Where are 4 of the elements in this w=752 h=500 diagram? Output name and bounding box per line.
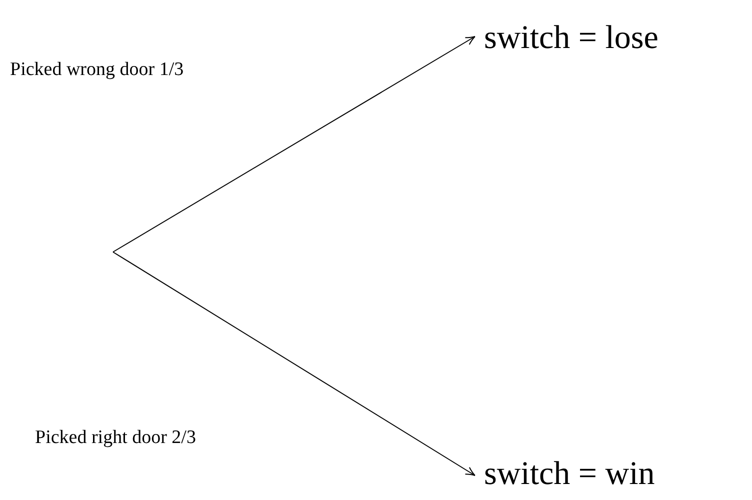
branch-label: Picked right door 2/3 (35, 428, 196, 447)
outcome-text: switch = lose (484, 22, 658, 55)
branch-label: Picked wrong door 1/3 (10, 60, 184, 79)
outcome-text: switch = win (484, 458, 655, 491)
